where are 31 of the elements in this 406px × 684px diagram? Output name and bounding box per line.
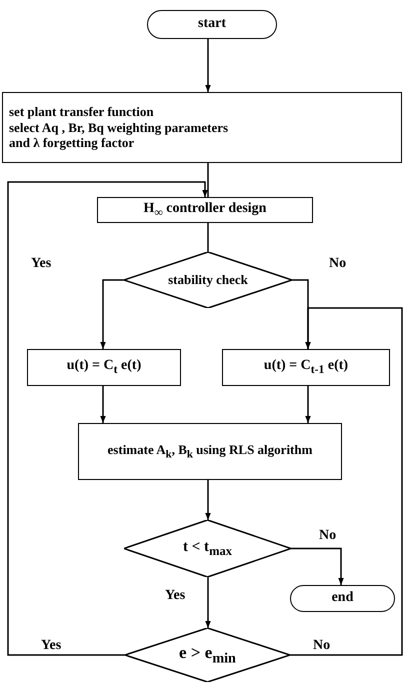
arrow xyxy=(100,279,124,349)
decision-diamond xyxy=(124,252,292,308)
node-text: e > e$_{min}$ xyxy=(179,642,236,668)
arrow xyxy=(205,480,211,520)
node-text: estimate A$_{k}$, B$_{k}$ using RLS algorithm xyxy=(108,442,312,462)
arrow xyxy=(7,181,208,656)
process-box xyxy=(78,423,342,480)
node-text: and λ forgetting factor xyxy=(9,135,134,151)
arrow xyxy=(291,548,344,585)
arrow xyxy=(100,386,106,423)
arrow xyxy=(205,577,211,628)
node-text: u(t) = C$_{t}$ e(t) xyxy=(66,358,142,377)
arrow xyxy=(305,386,311,423)
terminal-box xyxy=(290,585,395,612)
decision-diamond xyxy=(124,520,291,577)
node-text: set plant transfer function xyxy=(9,104,154,120)
node-text: t < t$_{max}$ xyxy=(183,538,232,559)
process-box xyxy=(97,197,313,223)
process-box xyxy=(2,92,402,163)
process-box xyxy=(222,349,390,386)
node-text: start xyxy=(198,16,226,33)
terminal-box xyxy=(147,10,277,39)
node-text: H$_{∞}$ controller design xyxy=(144,200,266,220)
node-text: end xyxy=(332,590,354,607)
node-text: u(t) = C$_{t-1}$ e(t) xyxy=(264,358,348,377)
arrow xyxy=(205,39,211,92)
node-text: select Aq , Br, Bq weighting parameters xyxy=(9,120,228,136)
arrow xyxy=(290,307,403,656)
decision-diamond xyxy=(125,628,290,682)
node-text: stability check xyxy=(168,272,248,288)
process-box xyxy=(27,349,181,386)
